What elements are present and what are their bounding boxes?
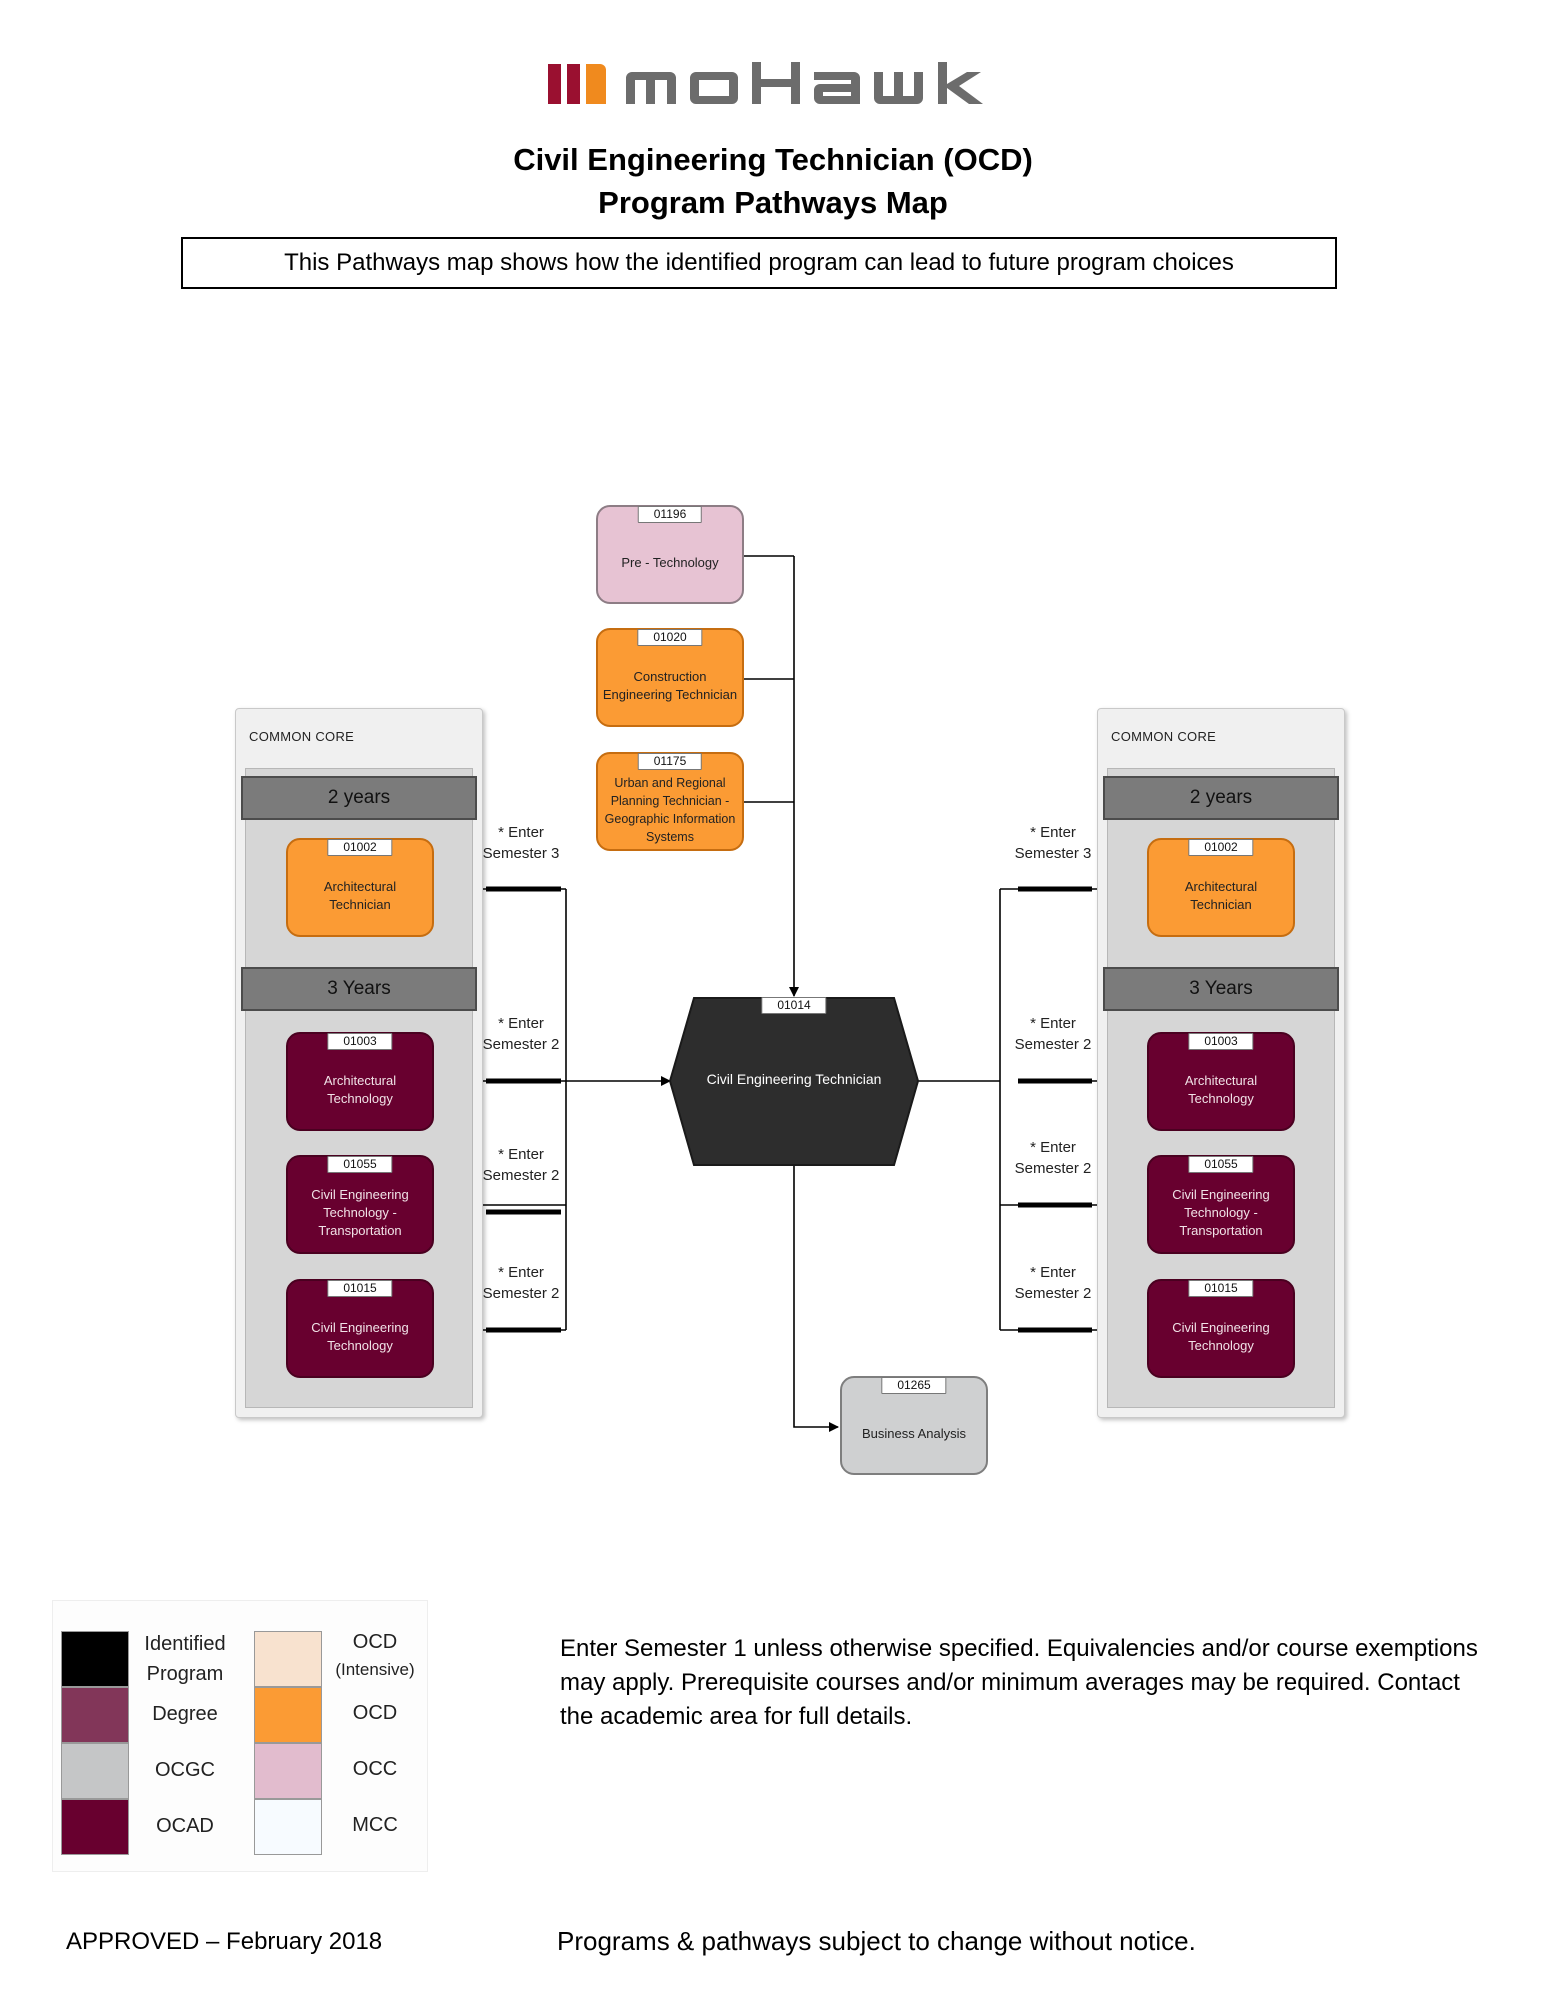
- program-name: Architectural Technician: [323, 878, 397, 912]
- program-name: Architectural Technology: [1184, 1072, 1258, 1106]
- legend-swatch-ocgc: [61, 1743, 129, 1799]
- legend-label-ocad: OCAD: [156, 1815, 214, 1837]
- legend-label-occ: OCC: [352, 1758, 398, 1780]
- left-semester-label-4: * Enter Semester 2: [482, 1264, 560, 1302]
- left-program-node-01002[interactable]: 01002 Architectural Technician: [286, 838, 434, 937]
- legend-swatch-ocd: [254, 1687, 322, 1743]
- left-program-node-01015[interactable]: 01015 Civil Engineering Technology: [286, 1279, 434, 1378]
- legend-swatch-ocad: [61, 1799, 129, 1855]
- right-semester-label-2: * Enter Semester 2: [1014, 1015, 1092, 1053]
- legend-label-degree: Degree: [152, 1703, 218, 1725]
- left-semester-label-1: * Enter Semester 3: [482, 824, 560, 862]
- program-code: 01265: [881, 1377, 947, 1394]
- legend-swatch-identified: [61, 1631, 129, 1687]
- program-node-01175[interactable]: 01175 Urban and Regional Planning Techni…: [596, 752, 744, 851]
- right-program-node-01055[interactable]: 01055 Civil Engineering Technology - Tra…: [1147, 1155, 1295, 1254]
- left-program-node-01055[interactable]: 01055 Civil Engineering Technology - Tra…: [286, 1155, 434, 1254]
- program-name: Construction Engineering Technician: [602, 668, 738, 702]
- program-code: 01175: [637, 753, 703, 770]
- page-subtitle: Program Pathways Map: [598, 185, 948, 220]
- legend-swatch-degree: [61, 1687, 129, 1743]
- right-program-node-01003[interactable]: 01003 Architectural Technology: [1147, 1032, 1295, 1131]
- center-program-shape: [668, 997, 920, 1166]
- right-semester-label-3: * Enter Semester 2: [1014, 1139, 1092, 1177]
- center-program-name[interactable]: Civil Engineering Technician: [706, 1071, 882, 1087]
- program-code: 01020: [637, 629, 703, 646]
- program-node-01020[interactable]: 01020 Construction Engineering Technicia…: [596, 628, 744, 727]
- program-node-01265[interactable]: 01265 Business Analysis: [840, 1376, 988, 1475]
- left-band-3-years: 3 Years: [241, 967, 477, 1011]
- left-core-label: COMMON CORE: [249, 729, 355, 744]
- program-code: 01003: [1188, 1033, 1254, 1050]
- legend: Identified Program Degree OCGC OCAD OCD …: [52, 1600, 428, 1872]
- right-band-2-years: 2 years: [1103, 776, 1339, 820]
- pathway-connectors: [436, 555, 1151, 1432]
- legend-label-identified: Identified Program: [144, 1633, 226, 1685]
- right-semester-label-4: * Enter Semester 2: [1014, 1264, 1092, 1302]
- legend-label-ocd: OCD: [352, 1702, 398, 1724]
- legend-swatch-mcc: [254, 1799, 322, 1855]
- legend-label-ocgc: OCGC: [155, 1759, 215, 1781]
- legend-label-intensive: (Intensive): [335, 1660, 415, 1679]
- program-code: 01015: [327, 1280, 393, 1297]
- right-band-3-years: 3 Years: [1103, 967, 1339, 1011]
- legend-swatch-ocd-intensive: [254, 1631, 322, 1687]
- right-semester-label-1: * Enter Semester 3: [1014, 824, 1092, 862]
- program-code: 01196: [637, 506, 703, 523]
- approved-date: APPROVED – February 2018: [66, 1928, 383, 1955]
- program-name: Business Analysis: [861, 1425, 967, 1441]
- mohawk-logo: [548, 58, 988, 110]
- program-code: 01055: [327, 1156, 393, 1173]
- right-program-node-01002[interactable]: 01002 Architectural Technician: [1147, 838, 1295, 937]
- program-name: Civil Engineering Technology - Transport…: [311, 1186, 409, 1238]
- center-to-business: [793, 1165, 839, 1432]
- center-program-code: 01014: [761, 997, 827, 1014]
- program-name: Civil Engineering Technology: [1172, 1319, 1270, 1353]
- program-name: Architectural Technician: [1184, 878, 1258, 912]
- program-name: Architectural Technology: [323, 1072, 397, 1106]
- right-program-node-01015[interactable]: 01015 Civil Engineering Technology: [1147, 1279, 1295, 1378]
- program-code: 01002: [1188, 839, 1254, 856]
- legend-label-ocd-intensive: OCD: [352, 1631, 398, 1653]
- program-code: 01003: [327, 1033, 393, 1050]
- legend-label-mcc: MCC: [352, 1814, 398, 1836]
- program-code: 01055: [1188, 1156, 1254, 1173]
- legend-swatch-occ: [254, 1743, 322, 1799]
- disclaimer: Programs & pathways subject to change wi…: [557, 1926, 1196, 1956]
- program-code: 01002: [327, 839, 393, 856]
- left-semester-label-2: * Enter Semester 2: [482, 1015, 560, 1053]
- program-code: 01015: [1188, 1280, 1254, 1297]
- left-program-node-01003[interactable]: 01003 Architectural Technology: [286, 1032, 434, 1131]
- intro-text: This Pathways map shows how the identifi…: [284, 249, 1234, 276]
- program-node-01196[interactable]: 01196 Pre - Technology: [596, 505, 744, 604]
- right-core-label: COMMON CORE: [1111, 729, 1217, 744]
- program-name: Urban and Regional Planning Technician -…: [604, 775, 736, 844]
- program-name: Civil Engineering Technology - Transport…: [1172, 1186, 1270, 1238]
- program-name: Pre - Technology: [621, 554, 719, 570]
- intro-box: This Pathways map shows how the identifi…: [181, 237, 1337, 289]
- left-band-2-years: 2 years: [241, 776, 477, 820]
- page-title: Civil Engineering Technician (OCD): [513, 142, 1033, 177]
- left-semester-label-3: * Enter Semester 2: [482, 1146, 560, 1184]
- program-name: Civil Engineering Technology: [311, 1319, 409, 1353]
- mohawk-logo-graphic: [548, 62, 983, 104]
- pathway-note: Enter Semester 1 unless otherwise specif…: [560, 1635, 1478, 1730]
